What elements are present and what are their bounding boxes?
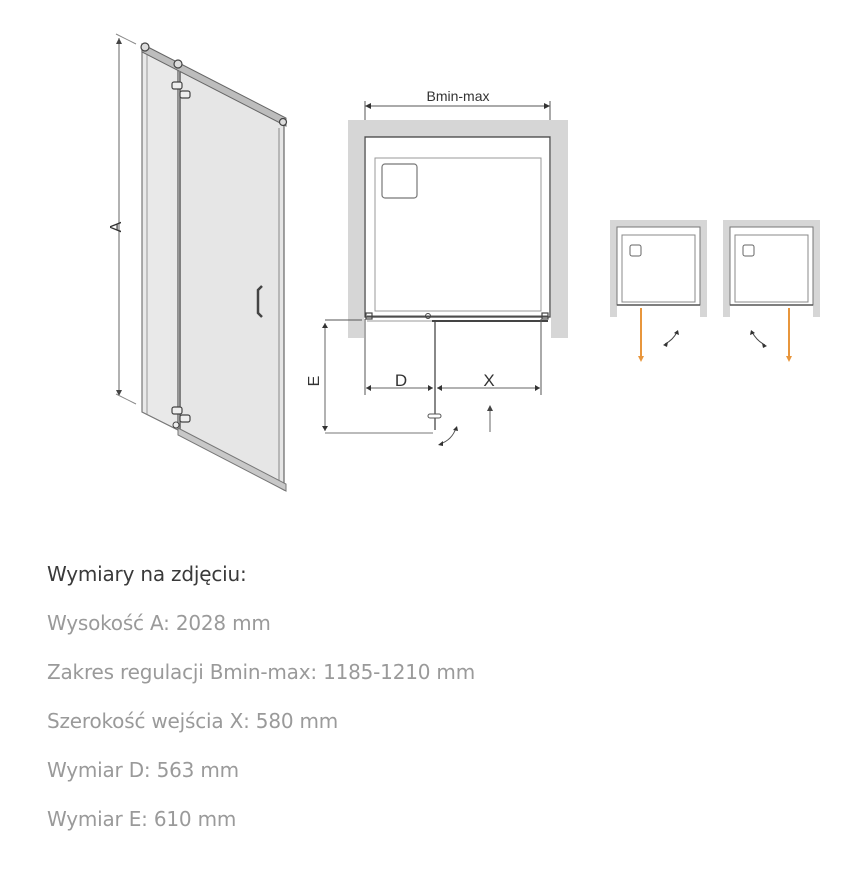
spec-dimension-d: Wymiar D: 563 mm bbox=[47, 758, 239, 782]
dimensions-section: Wymiary na zdjęciu: Wysokość A: 2028 mm … bbox=[47, 562, 475, 857]
label-a: A bbox=[108, 221, 125, 232]
variant-left-hinge bbox=[610, 220, 707, 362]
label-d: D bbox=[395, 371, 407, 390]
dimensions-title: Wymiary na zdjęciu: bbox=[47, 562, 247, 586]
label-b: Bmin-max bbox=[426, 88, 489, 104]
spec-height-a: Wysokość A: 2028 mm bbox=[47, 611, 271, 635]
spec-entry-width-x: Szerokość wejścia X: 580 mm bbox=[47, 709, 339, 733]
label-x: X bbox=[483, 371, 494, 390]
variant-right-hinge bbox=[723, 220, 820, 362]
spec-dimension-e: Wymiar E: 610 mm bbox=[47, 807, 237, 831]
label-e: E bbox=[306, 376, 323, 387]
plan-view: Bmin-max D X E bbox=[306, 88, 568, 446]
spec-range-b: Zakres regulacji Bmin-max: 1185-1210 mm bbox=[47, 660, 476, 684]
isometric-door-view: A bbox=[108, 33, 288, 492]
shower-door-technical-drawing: A Bmin-max bbox=[108, 33, 820, 492]
